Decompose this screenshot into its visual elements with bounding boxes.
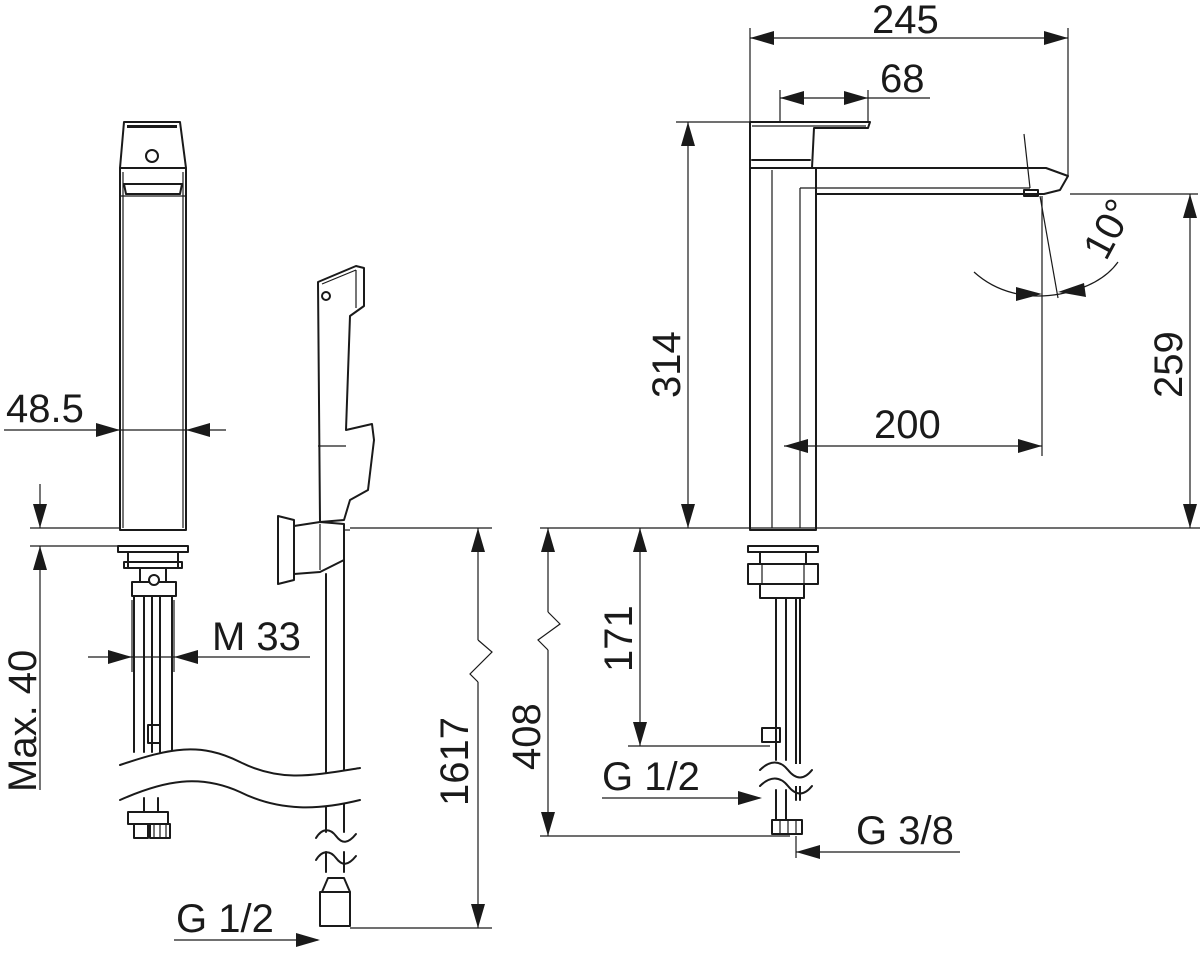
side-view-mixer <box>747 121 1069 835</box>
dim-max-thickness: Max. 40 <box>1 650 45 792</box>
front-view-mixer <box>117 121 189 839</box>
dim-spout-height: 259 <box>1147 331 1191 398</box>
dim-hose-length: 1617 <box>433 717 477 806</box>
dim-hand-shower-connection: G 1/2 <box>176 897 274 941</box>
dim-total-width: 245 <box>872 0 939 42</box>
dim-swivel-angle: 10° <box>1075 192 1142 266</box>
dim-supply-vertical: 171 <box>597 605 641 672</box>
dim-thread: M 33 <box>212 615 301 659</box>
dim-spout-reach: 200 <box>874 403 941 447</box>
break-wave-front <box>120 749 360 808</box>
dimension-lines-right <box>537 28 1200 859</box>
dim-inlet-connection: G 1/2 <box>602 755 700 799</box>
dimension-lines-left <box>4 423 493 947</box>
dim-supply-connection: G 3/8 <box>856 809 954 853</box>
dim-body-width: 48.5 <box>6 387 84 431</box>
dim-handle-width: 68 <box>880 57 925 101</box>
dim-total-height: 314 <box>645 331 689 398</box>
dim-supply-length: 408 <box>505 703 549 770</box>
hand-shower <box>277 265 375 927</box>
